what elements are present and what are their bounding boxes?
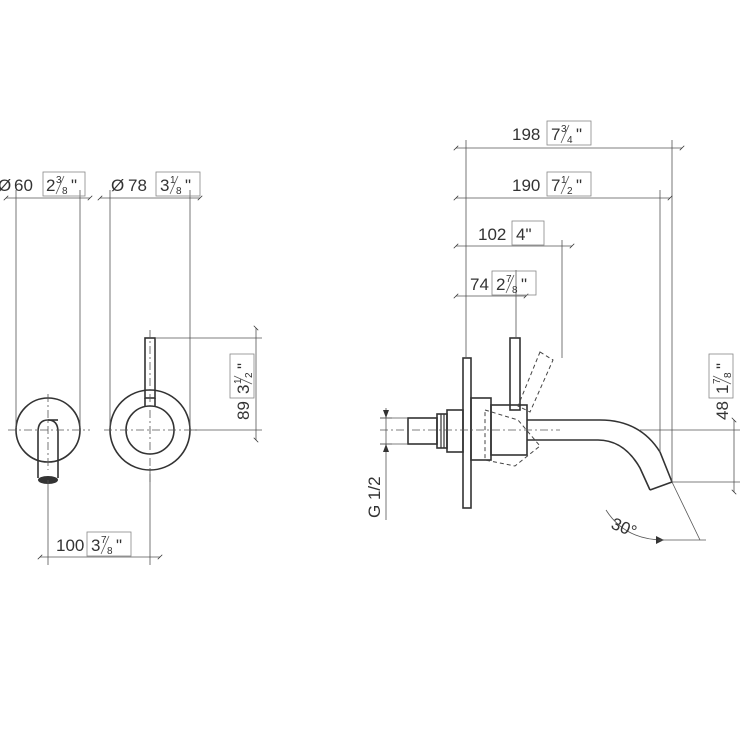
svg-text:": " bbox=[576, 176, 582, 195]
svg-text:2: 2 bbox=[496, 275, 505, 294]
height-89-mm: 89 bbox=[234, 401, 253, 420]
threaded-connector bbox=[407, 417, 438, 445]
thread-label: G 1/2 bbox=[365, 476, 384, 518]
svg-text:7: 7 bbox=[506, 274, 512, 285]
width-74-mm: 74 bbox=[470, 275, 489, 294]
svg-text:7: 7 bbox=[101, 535, 107, 546]
dimension-width-102: 102 4" bbox=[453, 220, 575, 249]
lever-alt-position bbox=[517, 351, 554, 413]
dimension-width-198: 198 7 3 4 " bbox=[453, 120, 685, 151]
dia-78-mm: 78 bbox=[128, 176, 147, 195]
svg-text:3: 3 bbox=[91, 536, 100, 555]
dimension-angle: 30° bbox=[605, 509, 706, 544]
dia-symbol: Ø bbox=[0, 176, 11, 195]
svg-text:8: 8 bbox=[107, 546, 113, 557]
width-198-mm: 198 bbox=[512, 125, 540, 144]
svg-text:": " bbox=[576, 125, 582, 144]
angle-label: 30° bbox=[609, 514, 640, 541]
spout-pipe-bottom bbox=[527, 439, 651, 491]
svg-text:8: 8 bbox=[723, 372, 734, 378]
svg-text:": " bbox=[71, 176, 77, 195]
spout-pipe-top bbox=[527, 419, 673, 483]
svg-text:8: 8 bbox=[62, 186, 68, 197]
svg-text:8: 8 bbox=[176, 186, 182, 197]
svg-text:": " bbox=[234, 363, 253, 369]
dimension-height-48: 48 1 7 8 " bbox=[708, 353, 737, 495]
svg-text:3: 3 bbox=[160, 176, 169, 195]
svg-text:7: 7 bbox=[551, 125, 560, 144]
side-view bbox=[380, 140, 740, 541]
lever-side bbox=[509, 337, 521, 411]
svg-text:8: 8 bbox=[512, 285, 518, 296]
front-view-spout bbox=[8, 190, 90, 565]
svg-text:": " bbox=[521, 275, 527, 294]
svg-text:7: 7 bbox=[551, 176, 560, 195]
escutcheon-flange bbox=[470, 397, 492, 461]
svg-text:2: 2 bbox=[46, 176, 55, 195]
dimension-dia-60: Ø 60 2 3 8 " bbox=[0, 171, 93, 201]
wall-plate bbox=[462, 357, 472, 509]
svg-text:": " bbox=[116, 536, 122, 555]
svg-text:4: 4 bbox=[567, 135, 573, 146]
svg-text:": " bbox=[713, 363, 732, 369]
svg-text:": " bbox=[185, 176, 191, 195]
dia-60-mm: 60 bbox=[14, 176, 33, 195]
spout-outlet-side bbox=[649, 481, 673, 491]
svg-text:2: 2 bbox=[567, 186, 573, 197]
dimension-thread: G 1/2 bbox=[365, 408, 392, 520]
svg-text:3: 3 bbox=[234, 385, 253, 394]
svg-text:1: 1 bbox=[561, 175, 567, 186]
dimension-dia-78: Ø 78 3 1 8 " bbox=[97, 171, 203, 201]
dia-symbol: Ø bbox=[111, 176, 124, 195]
dimension-width-190: 190 7 1 2 " bbox=[453, 171, 673, 201]
width-100-mm: 100 bbox=[56, 536, 84, 555]
svg-text:1: 1 bbox=[170, 175, 176, 186]
dimension-width-100: 100 3 7 8 " bbox=[37, 531, 163, 560]
svg-text:4": 4" bbox=[516, 225, 532, 244]
svg-text:1: 1 bbox=[713, 385, 732, 394]
front-view-lever bbox=[104, 190, 262, 565]
svg-text:7: 7 bbox=[712, 378, 723, 384]
svg-text:2: 2 bbox=[244, 372, 255, 378]
svg-text:3: 3 bbox=[56, 175, 62, 186]
dimension-width-74: 74 2 7 8 " bbox=[453, 270, 537, 299]
height-48-mm: 48 bbox=[713, 401, 732, 420]
width-190-mm: 190 bbox=[512, 176, 540, 195]
svg-text:1: 1 bbox=[233, 378, 244, 384]
svg-text:3: 3 bbox=[561, 124, 567, 135]
width-102-mm: 102 bbox=[478, 225, 506, 244]
dimension-height-89: 89 3 1 2 " bbox=[229, 325, 259, 443]
